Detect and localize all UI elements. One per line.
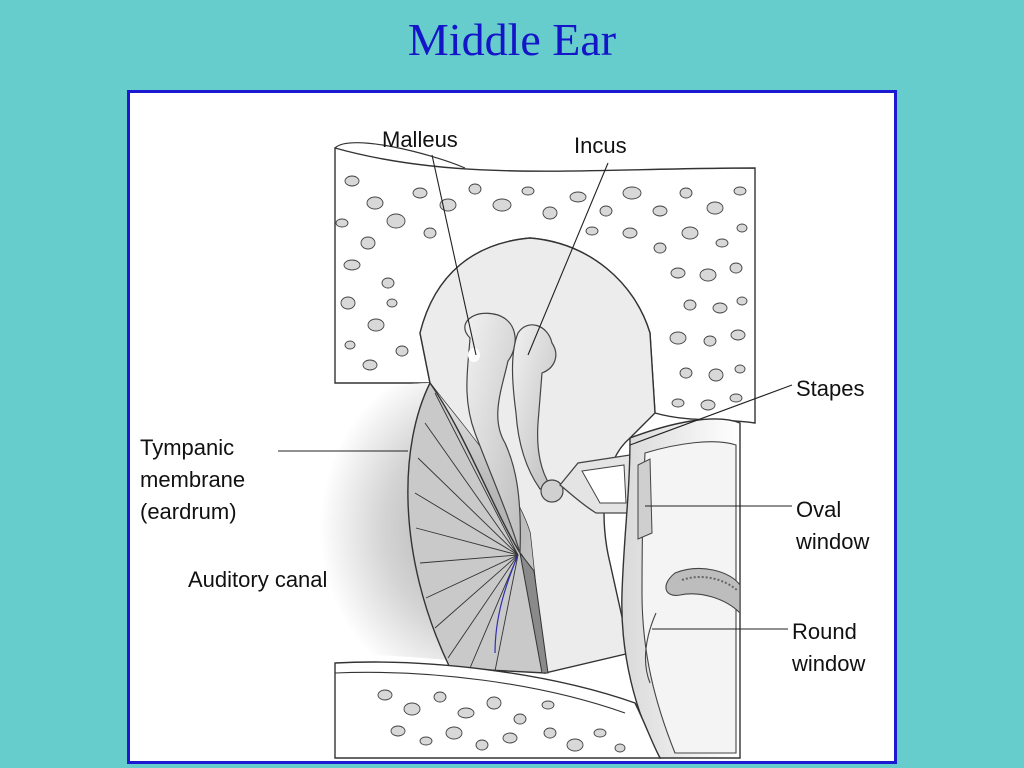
label-oval-window-line2: window bbox=[795, 529, 869, 554]
label-round-window-line2: window bbox=[791, 651, 865, 676]
malleus-bone bbox=[464, 312, 521, 554]
tympanic-membrane-shape bbox=[407, 381, 549, 674]
lower-temporal-bone bbox=[334, 661, 662, 759]
middle-ear-diagram: Malleus Incus Stapes Tympanic membrane (… bbox=[140, 127, 869, 759]
slide-title: Middle Ear bbox=[407, 14, 617, 65]
label-round-window-line1: Round bbox=[792, 619, 857, 644]
leader-lines bbox=[278, 154, 793, 630]
label-incus: Incus bbox=[574, 133, 627, 158]
label-tympanic-line2: membrane bbox=[140, 467, 245, 492]
label-auditory-canal: Auditory canal bbox=[188, 567, 327, 592]
label-stapes: Stapes bbox=[796, 376, 865, 401]
label-malleus: Malleus bbox=[382, 127, 458, 152]
stapes-bone bbox=[540, 454, 635, 514]
incus-bone bbox=[511, 324, 557, 490]
label-oval-window-line1: Oval bbox=[796, 497, 841, 522]
label-tympanic-line1: Tympanic bbox=[140, 435, 234, 460]
label-tympanic-line3: (eardrum) bbox=[140, 499, 237, 524]
upper-temporal-bone bbox=[334, 142, 756, 424]
inner-ear bbox=[621, 418, 741, 759]
diagram-frame: Malleus Incus Stapes Tympanic membrane (… bbox=[127, 90, 897, 764]
